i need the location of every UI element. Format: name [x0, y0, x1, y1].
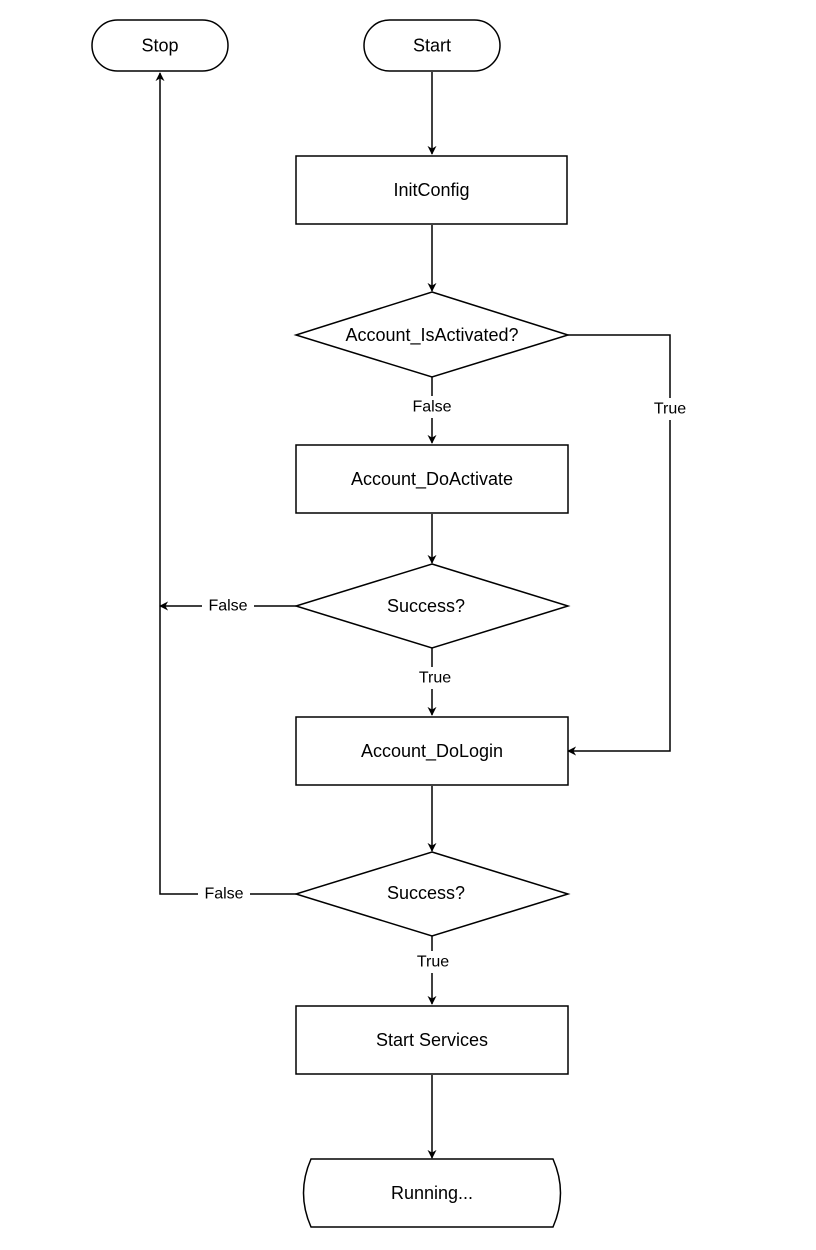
init-config-label: InitConfig — [393, 180, 469, 200]
edge-label-success-2-true: True — [411, 951, 455, 973]
edge-labels: False True False True False True — [198, 396, 692, 973]
edge-label-is-activated-true: True — [648, 398, 692, 420]
success-2-label: Success? — [387, 883, 465, 903]
success-decision-1: Success? — [293, 563, 571, 649]
stop-node: Stop — [91, 19, 229, 72]
edge-label-text: False — [412, 399, 451, 416]
init-config-node: InitConfig — [295, 155, 568, 225]
start-services-label: Start Services — [376, 1030, 488, 1050]
start-services-node: Start Services — [295, 1005, 569, 1075]
success-decision-2: Success? — [293, 851, 571, 937]
start-node: Start — [363, 19, 501, 72]
is-activated-decision: Account_IsActivated? — [293, 291, 571, 378]
edge-label-success-1-false: False — [202, 595, 254, 617]
start-label: Start — [413, 36, 451, 56]
edge-is-activated-true — [567, 334, 671, 756]
running-node: Running... — [302, 1158, 562, 1228]
edge-success-2-false — [155, 72, 296, 895]
is-activated-label: Account_IsActivated? — [345, 325, 518, 346]
do-login-label: Account_DoLogin — [361, 741, 503, 762]
nodes: Stop Start InitConfig Account_IsActivate… — [91, 19, 571, 1228]
do-activate-node: Account_DoActivate — [295, 444, 569, 514]
edge-label-is-activated-false: False — [406, 396, 458, 418]
stop-label: Stop — [141, 36, 178, 56]
do-activate-label: Account_DoActivate — [351, 469, 513, 490]
edge-label-text: False — [208, 598, 247, 615]
do-login-node: Account_DoLogin — [295, 716, 569, 786]
edge-label-text: False — [204, 886, 243, 903]
edge-label-text: True — [654, 401, 686, 418]
edge-label-text: True — [419, 670, 451, 687]
edge-label-success-1-true: True — [413, 667, 457, 689]
running-label: Running... — [391, 1183, 473, 1203]
edge-label-text: True — [417, 954, 449, 971]
edge-label-success-2-false: False — [198, 883, 250, 905]
success-1-label: Success? — [387, 596, 465, 616]
